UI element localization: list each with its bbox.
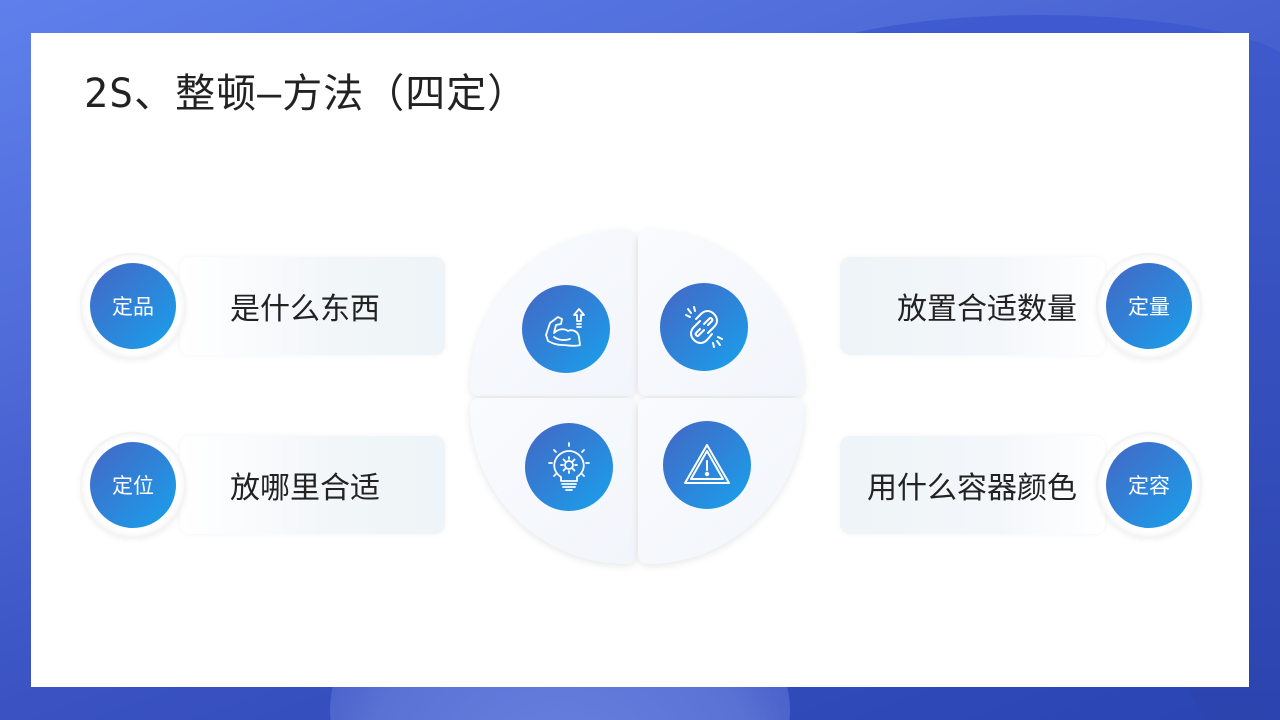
- slide-title: 2S、整顿—方法（四定）: [84, 71, 529, 117]
- card-ding-rong: 定容 用什么容器颜色: [840, 432, 1202, 538]
- card-bar: [180, 436, 445, 534]
- card-text: 是什么东西: [230, 292, 380, 327]
- card-ding-wei: 定位 放哪里合适: [80, 432, 445, 538]
- card-text: 放哪里合适: [230, 471, 380, 506]
- warning-triangle-icon: [663, 421, 751, 509]
- badge: 定位: [90, 442, 176, 528]
- lightbulb-gear-icon: [525, 423, 613, 511]
- card-ding-pin: 定品 是什么东西: [80, 253, 445, 359]
- card-bar: [180, 257, 445, 355]
- card-ding-liang: 定量 放置合适数量: [840, 253, 1202, 359]
- broken-link-icon: [660, 283, 748, 371]
- card-bar: [840, 257, 1105, 355]
- slide-panel: 2S、整顿—方法（四定）: [31, 33, 1249, 687]
- card-text: 用什么容器颜色: [867, 471, 1077, 506]
- strength-arm-icon: [522, 285, 610, 373]
- badge: 定容: [1106, 442, 1192, 528]
- badge: 定量: [1106, 263, 1192, 349]
- card-text: 放置合适数量: [897, 292, 1077, 327]
- badge: 定品: [90, 263, 176, 349]
- card-bar: [840, 436, 1105, 534]
